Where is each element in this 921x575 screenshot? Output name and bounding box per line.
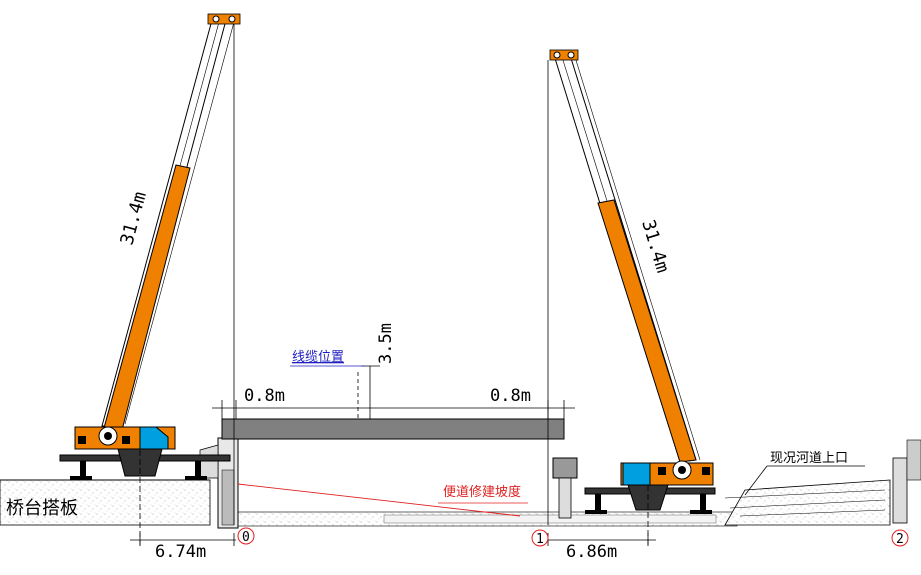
cable-position-label: 线缆位置	[292, 349, 344, 365]
left-boom-length-label: 31.4m	[117, 190, 151, 248]
river-bank-leader	[744, 465, 865, 496]
cable-position-leader	[290, 365, 365, 419]
svg-text:0: 0	[242, 530, 250, 545]
bridge-beam	[221, 418, 565, 440]
right-crane	[547, 49, 716, 545]
left-radius-label: 6.74m	[155, 542, 206, 562]
axis-0-marker: 0	[237, 527, 255, 545]
svg-text:2: 2	[896, 532, 904, 547]
axis-2-marker: 2	[891, 529, 909, 547]
left-radius-dimension	[130, 533, 236, 546]
right-radius-label: 6.86m	[566, 542, 617, 562]
left-crane	[59, 13, 241, 545]
svg-text:1: 1	[536, 532, 544, 547]
ground	[0, 479, 891, 527]
right-overhang-label: 0.8m	[490, 386, 531, 406]
abutment-slab-label: 桥台搭板	[6, 498, 78, 519]
right-boom-lower	[597, 199, 697, 463]
detour-slope-label: 便道修建坡度	[443, 484, 521, 500]
pier-middle	[552, 457, 578, 519]
cable-height-label: 3.5m	[376, 323, 396, 364]
right-boom-length-label: 31.4m	[637, 217, 673, 275]
detour-slope-line	[237, 483, 528, 517]
pier-right	[892, 439, 921, 524]
left-overhang-label: 0.8m	[244, 386, 285, 406]
river-bank-label: 现况河道上口	[770, 451, 848, 466]
axis-1-marker: 1	[531, 529, 549, 547]
